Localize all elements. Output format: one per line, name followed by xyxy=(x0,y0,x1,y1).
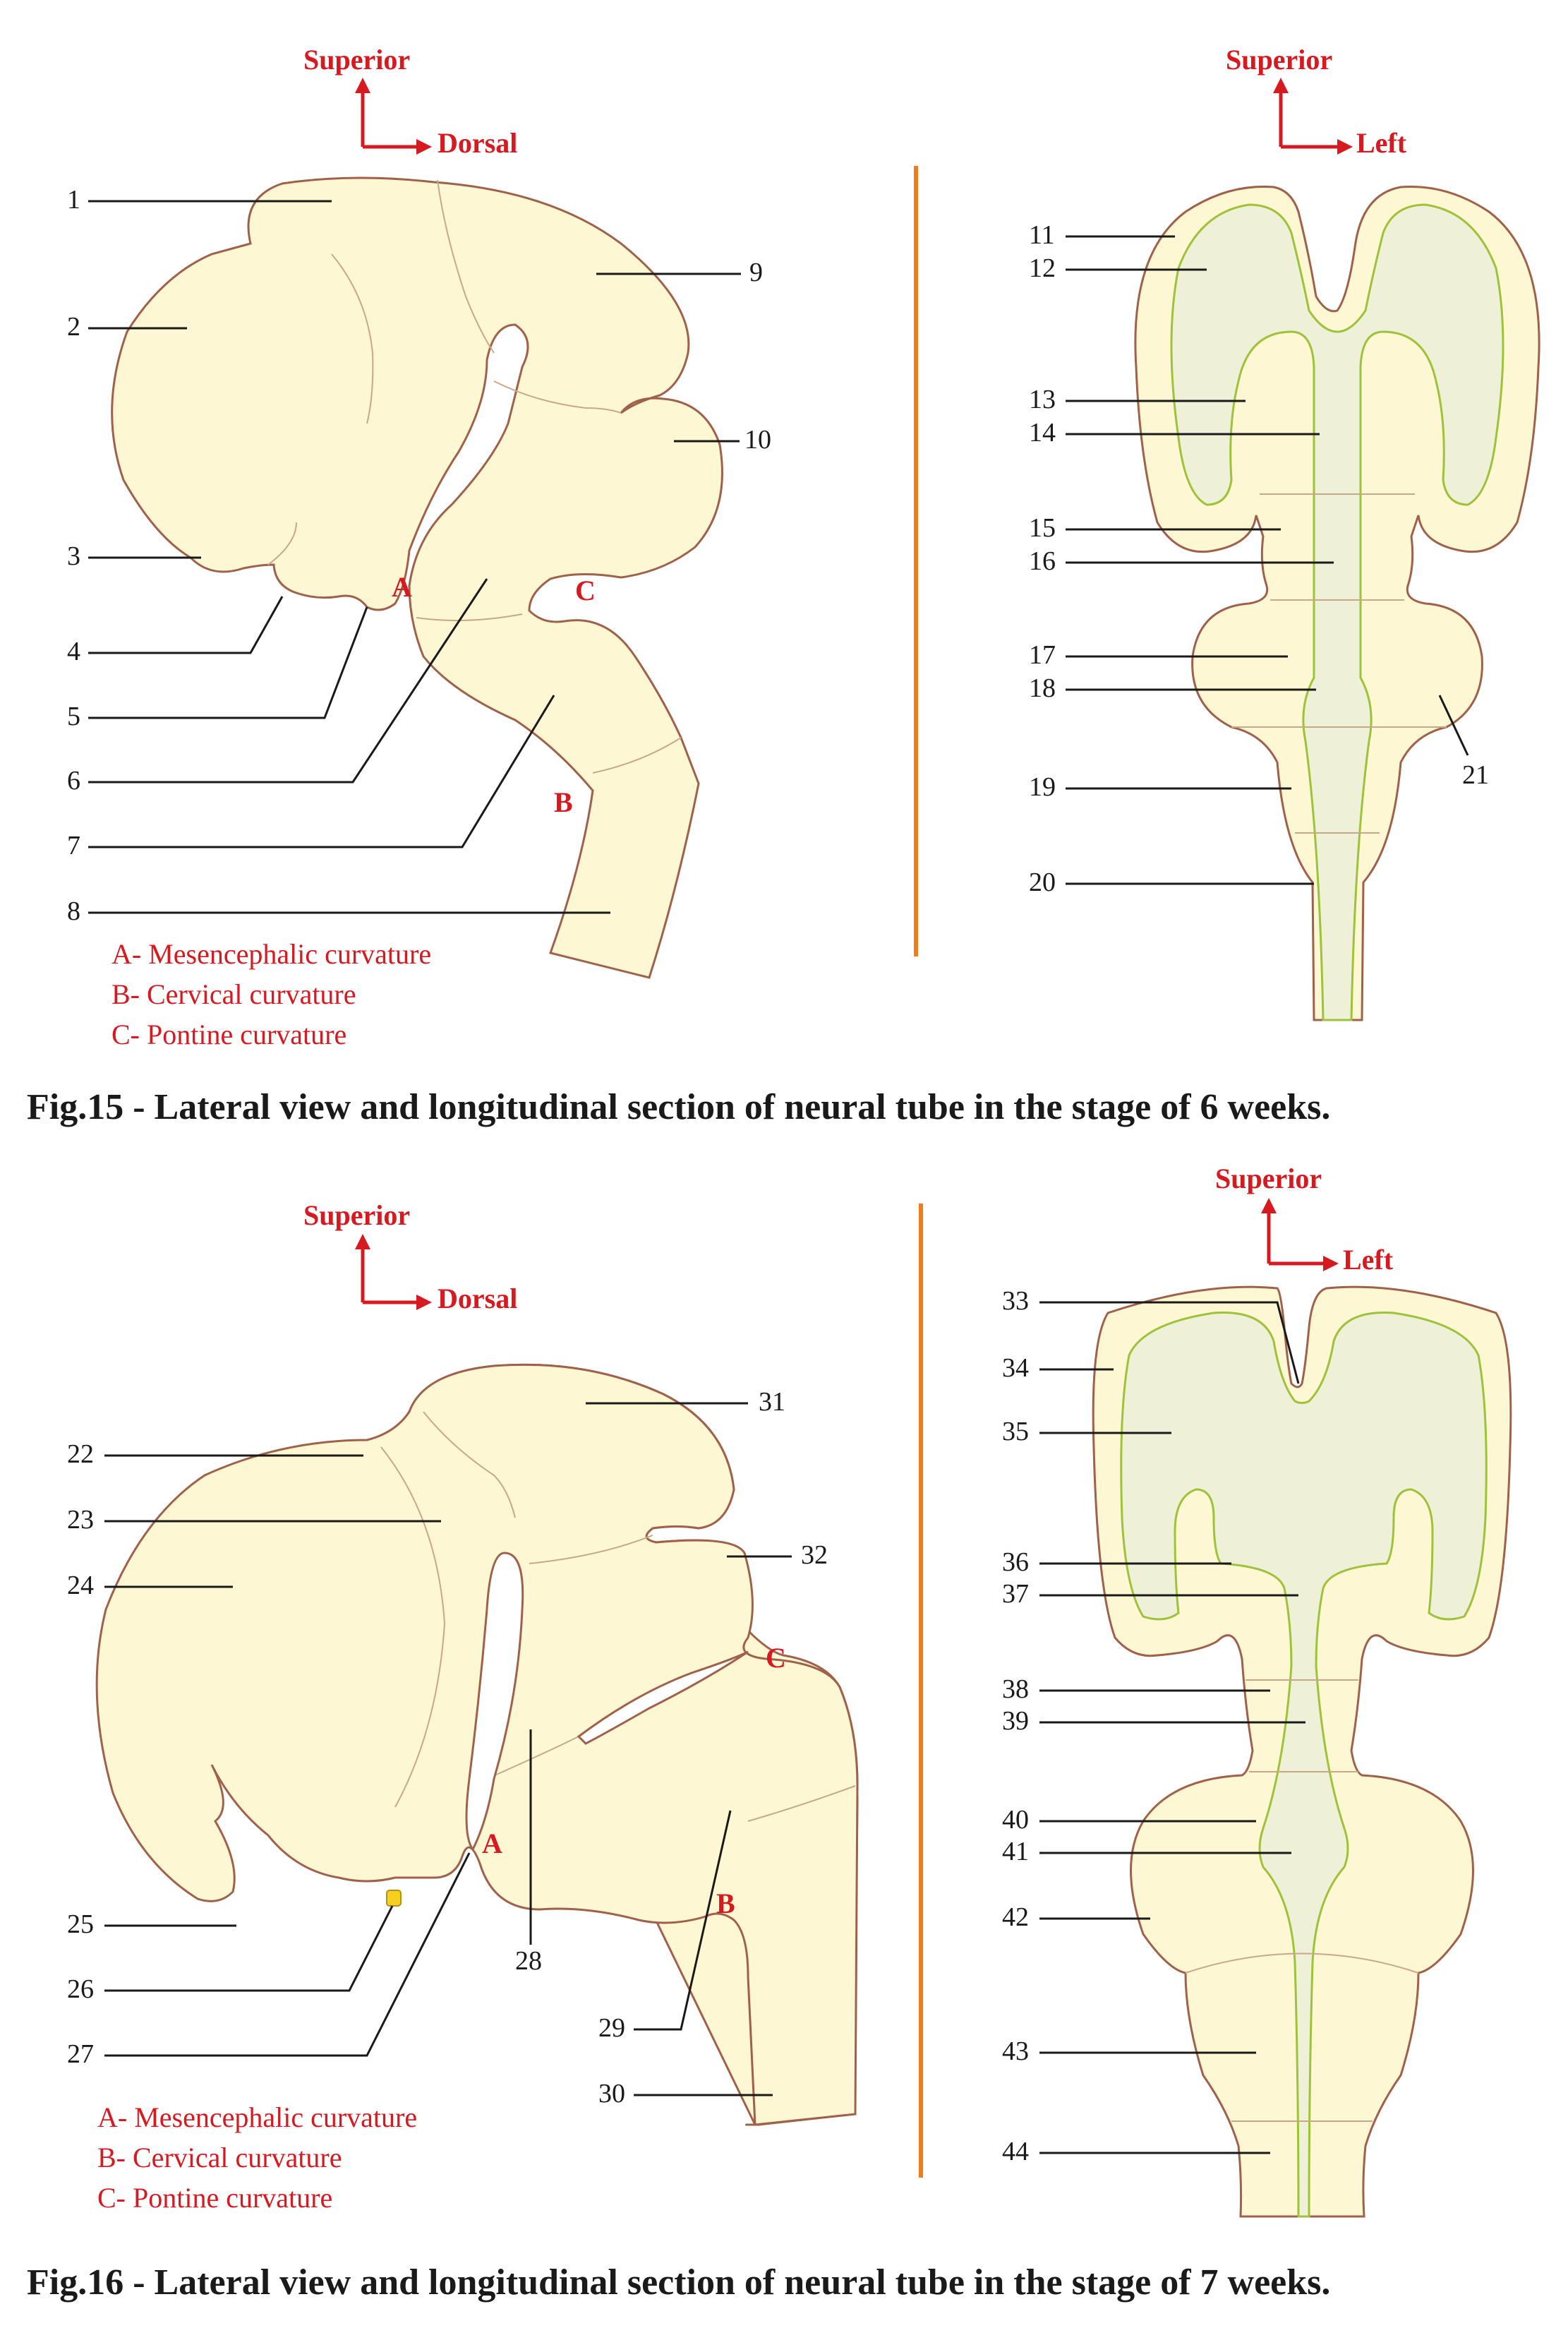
fig15-legend: A- Mesencephalic curvature B- Cervical c… xyxy=(111,938,431,1050)
label-29: 29 xyxy=(598,2013,625,2043)
label-41: 41 xyxy=(1002,1837,1029,1866)
label-42: 42 xyxy=(1002,1902,1029,1932)
label-17: 17 xyxy=(1029,640,1056,670)
fig16-section-view xyxy=(1092,1285,1512,2218)
superior-label: Superior xyxy=(1226,44,1332,76)
fig15: Superior Dorsal A B C 1 2 3 xyxy=(27,44,1540,1127)
label-15: 15 xyxy=(1029,513,1056,543)
label-28: 28 xyxy=(515,1946,542,1976)
fig16-section-lumen xyxy=(1120,1312,1488,2218)
label-4: 4 xyxy=(67,637,80,666)
label-5: 5 xyxy=(67,702,80,731)
legend-A: A- Mesencephalic curvature xyxy=(97,2101,417,2133)
fig16-section-labels: 33 34 35 36 37 38 39 40 41 42 43 44 xyxy=(1002,1286,1305,2166)
label-34: 34 xyxy=(1002,1353,1029,1383)
fig15-lateral-labels: 1 2 3 4 5 6 7 8 9 10 xyxy=(67,185,771,926)
legend-B: B- Cervical curvature xyxy=(97,2142,342,2173)
left-label: Left xyxy=(1356,127,1407,159)
label-11: 11 xyxy=(1029,220,1055,250)
label-9: 9 xyxy=(749,258,763,287)
fig15-caption: Fig.15 - Lateral view and longitudinal s… xyxy=(27,1087,1330,1127)
fig16: Superior Dorsal A B C 22 23 xyxy=(27,1163,1512,2303)
fig16-caption: Fig.16 - Lateral view and longitudinal s… xyxy=(27,2262,1330,2303)
label-7: 7 xyxy=(67,831,80,860)
label-16: 16 xyxy=(1029,546,1056,576)
label-8: 8 xyxy=(67,896,80,926)
curvature-C: C xyxy=(766,1642,786,1674)
left-label: Left xyxy=(1343,1244,1394,1276)
label-35: 35 xyxy=(1002,1417,1029,1446)
label-19: 19 xyxy=(1029,772,1056,802)
fig15-section-labels: 11 12 13 14 15 16 17 18 19 20 21 xyxy=(1029,220,1489,897)
label-40: 40 xyxy=(1002,1805,1029,1835)
curvature-A: A xyxy=(392,571,412,603)
label-26: 26 xyxy=(67,1974,94,2004)
label-10: 10 xyxy=(744,425,771,455)
curvature-C: C xyxy=(575,575,596,606)
label-1: 1 xyxy=(67,185,80,215)
label-25: 25 xyxy=(67,1909,94,1939)
fig16-section-orientation: Superior Left xyxy=(1215,1163,1394,1276)
curvature-B: B xyxy=(716,1888,735,1919)
fig16-lateral-labels: 22 23 24 25 26 27 28 29 30 31 32 xyxy=(67,1387,828,2108)
curvature-A: A xyxy=(482,1828,502,1859)
label-30: 30 xyxy=(598,2079,625,2108)
label-33: 33 xyxy=(1002,1286,1029,1316)
label-36: 36 xyxy=(1002,1547,1029,1577)
label-18: 18 xyxy=(1029,673,1056,703)
label-13: 13 xyxy=(1029,385,1056,414)
label-37: 37 xyxy=(1002,1579,1029,1609)
label-3: 3 xyxy=(67,541,80,571)
fig15-lateral-seam xyxy=(331,253,374,424)
fig15-section-lumen xyxy=(1170,203,1504,1021)
label-14: 14 xyxy=(1029,418,1056,448)
superior-label: Superior xyxy=(1215,1163,1322,1194)
fig16-yellow-marker xyxy=(386,1890,402,1907)
label-20: 20 xyxy=(1029,868,1056,897)
label-23: 23 xyxy=(67,1505,94,1535)
label-38: 38 xyxy=(1002,1674,1029,1704)
fig15-section-view xyxy=(1134,185,1540,1021)
fig15-lateral-view: A B C xyxy=(111,176,723,979)
label-22: 22 xyxy=(67,1439,94,1469)
label-12: 12 xyxy=(1029,253,1056,283)
label-32: 32 xyxy=(801,1540,828,1570)
fig16-legend: A- Mesencephalic curvature B- Cervical c… xyxy=(97,2101,417,2214)
legend-A: A- Mesencephalic curvature xyxy=(111,938,431,970)
fig15-lateral-outline xyxy=(111,176,723,979)
label-24: 24 xyxy=(67,1571,94,1600)
label-43: 43 xyxy=(1002,2036,1029,2066)
legend-B: B- Cervical curvature xyxy=(111,978,356,1010)
label-6: 6 xyxy=(67,766,80,796)
label-27: 27 xyxy=(67,2039,94,2069)
superior-label: Superior xyxy=(303,1199,410,1231)
label-31: 31 xyxy=(759,1387,785,1417)
label-39: 39 xyxy=(1002,1706,1029,1736)
fig15-lateral-orientation: Superior Dorsal xyxy=(303,44,517,159)
dorsal-label: Dorsal xyxy=(438,127,517,159)
legend-C: C- Pontine curvature xyxy=(97,2182,332,2214)
superior-label: Superior xyxy=(303,44,410,76)
label-44: 44 xyxy=(1002,2137,1029,2166)
fig16-lateral-orientation: Superior Dorsal xyxy=(303,1199,517,1314)
label-21: 21 xyxy=(1462,760,1489,790)
legend-C: C- Pontine curvature xyxy=(111,1019,346,1050)
fig16-lateral-view: A B C xyxy=(95,1363,859,2126)
dorsal-label: Dorsal xyxy=(438,1283,517,1314)
fig15-section-orientation: Superior Left xyxy=(1226,44,1407,159)
curvature-B: B xyxy=(554,786,573,818)
label-2: 2 xyxy=(67,312,80,342)
